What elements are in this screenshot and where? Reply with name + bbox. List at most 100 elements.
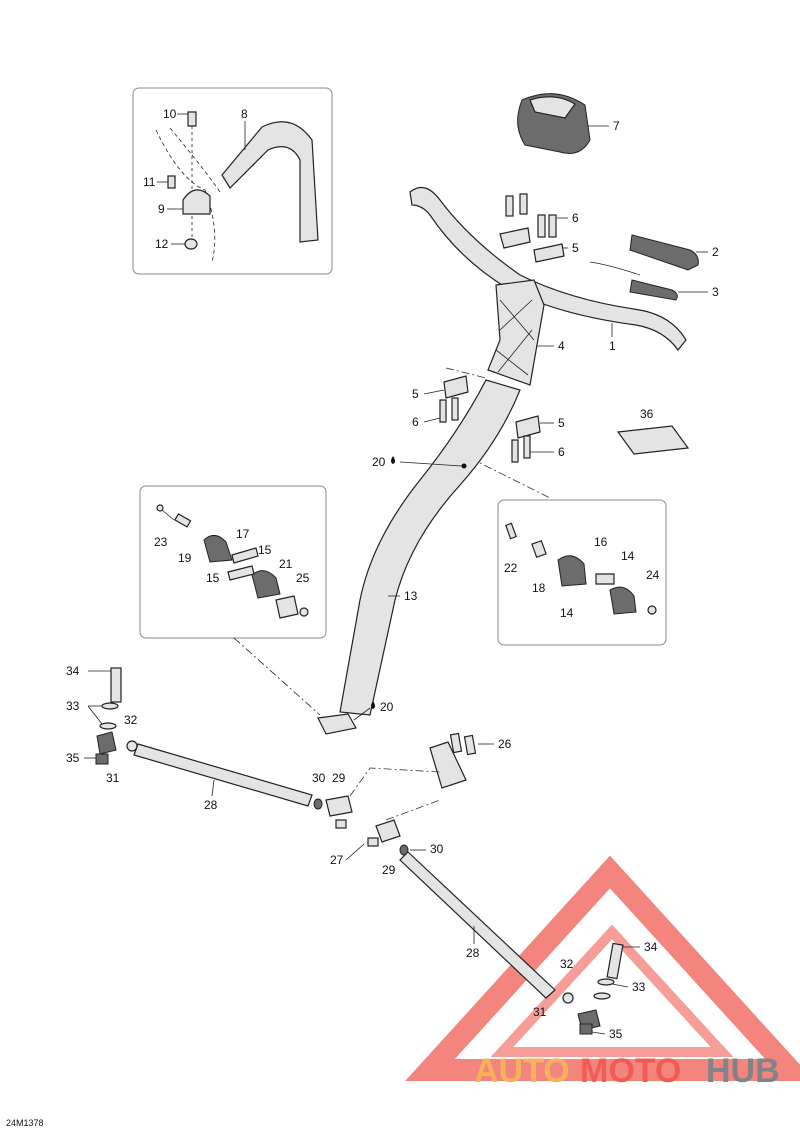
callout-33-lower: 33 bbox=[632, 980, 646, 994]
callout-25: 25 bbox=[296, 571, 310, 585]
clamp-9-part bbox=[182, 189, 211, 215]
callout-20-lower: 20 bbox=[380, 700, 394, 714]
inset-box-bearing-left bbox=[139, 485, 327, 639]
clamp-block-5-top-a bbox=[499, 227, 531, 249]
callout-26: 26 bbox=[498, 737, 512, 751]
inset-box-handlebar-pad bbox=[132, 87, 333, 275]
callout-16: 16 bbox=[594, 535, 608, 549]
clamp-block-5-right bbox=[515, 415, 541, 439]
bearing-block-15-a bbox=[203, 535, 233, 563]
callout-6-left: 6 bbox=[412, 415, 419, 429]
callout-34-lower: 34 bbox=[644, 940, 658, 954]
callout-32-upper: 32 bbox=[124, 713, 138, 727]
bolt-6-left-b bbox=[451, 397, 459, 421]
diagram-code: 24M1378 bbox=[6, 1118, 44, 1128]
pad-hidden-outline bbox=[155, 129, 216, 263]
callout-14-left: 14 bbox=[560, 606, 574, 620]
nut-24-part bbox=[647, 605, 657, 615]
callout-30-upper: 30 bbox=[312, 771, 326, 785]
callout-30-lower: 30 bbox=[430, 842, 444, 856]
callout-6-right: 6 bbox=[558, 445, 565, 459]
callout-24: 24 bbox=[646, 568, 660, 582]
pad-hidden-outline-2 bbox=[169, 127, 221, 193]
callout-5-right: 5 bbox=[558, 416, 565, 430]
bolt-6-left-a bbox=[439, 399, 447, 423]
nut-35-upper bbox=[95, 753, 109, 765]
callout-15-right: 15 bbox=[258, 543, 272, 557]
grip-3-part bbox=[629, 279, 678, 301]
callout-23: 23 bbox=[154, 535, 168, 549]
steering-arm-26-part bbox=[429, 741, 467, 789]
rod-end-29-upper bbox=[325, 795, 353, 817]
callout-33-upper: 33 bbox=[66, 699, 80, 713]
tie-rod-28-lower bbox=[399, 851, 556, 999]
bushing-16-part bbox=[595, 573, 615, 585]
nut-25-part bbox=[299, 607, 309, 617]
nut-35-lower bbox=[579, 1023, 593, 1035]
callout-36: 36 bbox=[640, 407, 654, 421]
sleeve-11-part bbox=[167, 175, 176, 189]
bolt-26-b bbox=[463, 734, 477, 756]
callout-1: 1 bbox=[609, 339, 616, 353]
callout-28-lower: 28 bbox=[466, 946, 480, 960]
callout-14-right: 14 bbox=[621, 549, 635, 563]
bolt-6-top-d bbox=[548, 214, 557, 238]
bolt-23-head bbox=[156, 504, 164, 512]
callout-31-lower: 31 bbox=[533, 1005, 547, 1019]
sleeve-19-part bbox=[174, 513, 192, 528]
bolt-6-top-a bbox=[505, 195, 514, 217]
bearing-block-14-a bbox=[557, 555, 587, 587]
tie-rod-28-upper bbox=[133, 743, 313, 807]
callout-28-upper: 28 bbox=[204, 798, 218, 812]
grip-2-part bbox=[629, 234, 699, 271]
nut-32-lower bbox=[562, 992, 574, 1004]
clamp-block-5-top-b bbox=[533, 243, 565, 263]
washer-33-upper-a bbox=[101, 702, 119, 710]
callout-9: 9 bbox=[158, 202, 165, 216]
throttle-cable bbox=[589, 261, 641, 276]
nut-30-upper bbox=[313, 798, 323, 810]
callout-35-upper: 35 bbox=[66, 751, 80, 765]
steering-column-13-part bbox=[339, 379, 521, 716]
callout-2: 2 bbox=[712, 245, 719, 259]
bolt-26-a bbox=[449, 732, 463, 754]
callout-10: 10 bbox=[163, 107, 177, 121]
callout-29-lower: 29 bbox=[382, 863, 396, 877]
bearing-block-15-b bbox=[251, 570, 281, 599]
sleeve-27-b bbox=[367, 837, 379, 847]
plate-36-part bbox=[616, 425, 690, 455]
bolt-34-upper bbox=[110, 667, 122, 703]
callout-13: 13 bbox=[404, 589, 418, 603]
bushing-17-a bbox=[231, 547, 259, 564]
inset-box-bearing-right bbox=[497, 499, 667, 646]
bolt-6-right-a bbox=[511, 439, 519, 463]
riser-4-part bbox=[487, 279, 545, 386]
bolt-6-top-b bbox=[519, 193, 528, 215]
callout-6-top: 6 bbox=[572, 211, 579, 225]
gauge-pod-top bbox=[529, 96, 576, 119]
callout-11: 11 bbox=[143, 175, 156, 189]
bolt-34-lower bbox=[606, 942, 624, 980]
callout-35-lower: 35 bbox=[609, 1027, 623, 1041]
callout-4: 4 bbox=[558, 339, 565, 353]
bolt-6-right-b bbox=[523, 435, 531, 459]
callout-5-top: 5 bbox=[572, 241, 579, 255]
nut-30-lower bbox=[399, 844, 409, 856]
callout-29-upper: 29 bbox=[332, 771, 346, 785]
bearing-block-14-b bbox=[609, 586, 637, 615]
rod-end-31-upper bbox=[96, 731, 117, 755]
handlebar-pad-part bbox=[221, 121, 319, 243]
callout-31-upper: 31 bbox=[106, 771, 120, 785]
column-lower-flange bbox=[317, 713, 357, 735]
watermark-moto-text: MOTO bbox=[580, 1052, 681, 1090]
callout-19: 19 bbox=[178, 551, 192, 565]
callout-34-upper: 34 bbox=[66, 664, 80, 678]
riser-4-ribs bbox=[495, 299, 535, 376]
handlebar-1-part bbox=[409, 186, 687, 352]
callout-8: 8 bbox=[241, 107, 248, 121]
grease-drop-icon-2 bbox=[371, 701, 375, 709]
nut-12-part bbox=[184, 238, 198, 250]
clamp-block-5-left bbox=[443, 375, 469, 399]
grease-drop-icon bbox=[391, 456, 395, 464]
bushing-17-b bbox=[227, 565, 255, 581]
